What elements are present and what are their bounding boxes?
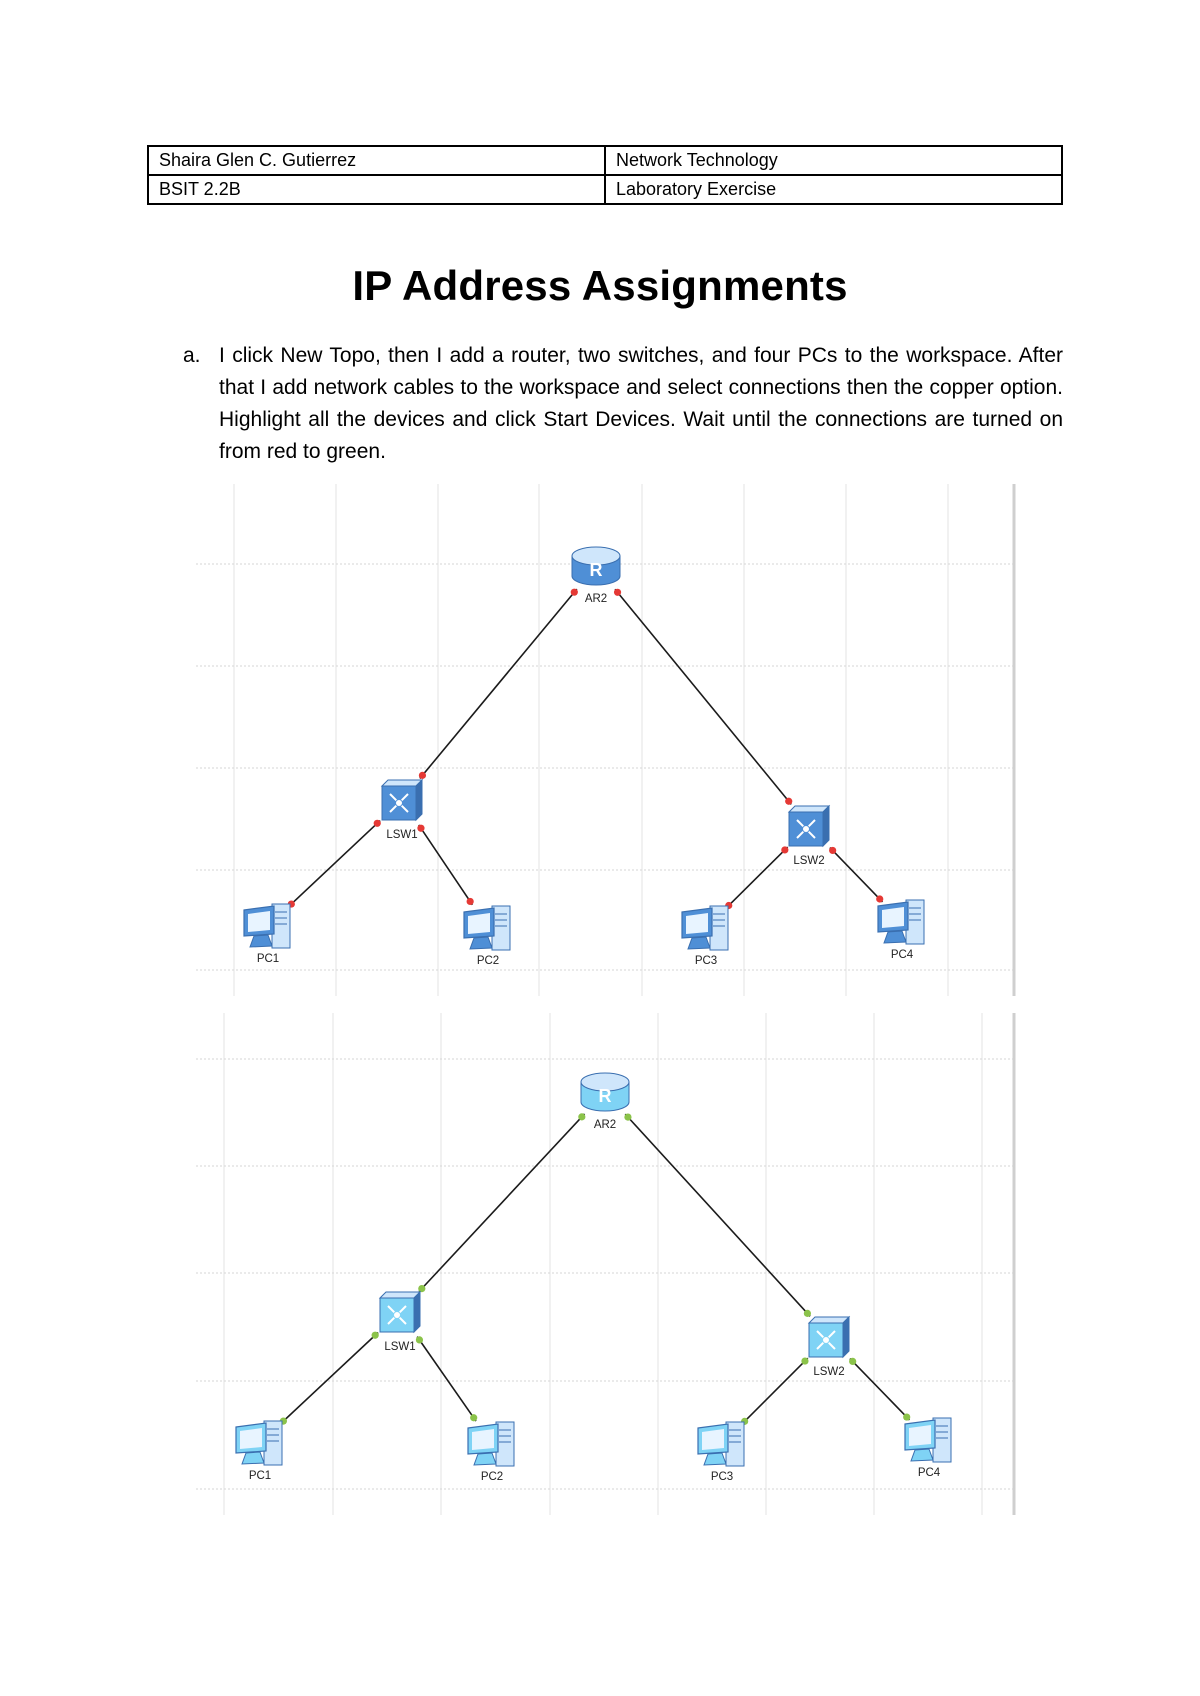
pc-icon [904, 1417, 952, 1463]
copper-cable[interactable] [829, 846, 884, 903]
port-status-dot [373, 819, 381, 827]
port-status-dot [371, 1331, 379, 1339]
copper-cable[interactable] [418, 824, 474, 906]
copper-cable[interactable] [849, 1357, 911, 1421]
device-switch2[interactable]: LSW2 [807, 1315, 851, 1378]
port-status-dot [578, 1113, 586, 1121]
device-pc3[interactable]: PC3 [697, 1421, 745, 1483]
device-pc2[interactable]: PC2 [463, 905, 511, 967]
course-name: Network Technology [604, 145, 1063, 176]
step-marker: a. [183, 344, 201, 367]
device-pc3[interactable]: PC3 [681, 905, 729, 967]
device-switch2[interactable]: LSW2 [787, 804, 831, 867]
switch-icon [807, 1315, 851, 1359]
device-label: PC4 [891, 949, 914, 961]
device-label: AR2 [585, 593, 607, 605]
activity-type: Laboratory Exercise [604, 174, 1063, 205]
copper-cable[interactable] [624, 1113, 811, 1317]
copper-cable[interactable] [725, 846, 789, 909]
device-label: AR2 [594, 1119, 616, 1131]
device-router[interactable]: R AR2 [571, 546, 621, 605]
device-label: LSW2 [793, 855, 824, 867]
port-status-dot [785, 797, 793, 805]
pc-icon [467, 1421, 515, 1467]
device-pc1[interactable]: PC1 [243, 903, 291, 965]
device-switch1[interactable]: LSW1 [378, 1290, 422, 1353]
switch-icon [378, 1290, 422, 1334]
device-label: LSW1 [384, 1341, 415, 1353]
pc-icon [697, 1421, 745, 1467]
device-label: PC2 [481, 1471, 503, 1483]
pc-icon [681, 905, 729, 951]
device-label: PC4 [918, 1467, 941, 1479]
device-label: PC1 [249, 1470, 271, 1482]
pc-icon [243, 903, 291, 949]
header-table: Shaira Glen C. Gutierrez Network Technol… [147, 145, 1063, 205]
links [287, 588, 884, 910]
port-status-dot [876, 895, 884, 903]
device-label: PC3 [695, 955, 717, 967]
copper-cable[interactable] [287, 819, 381, 908]
port-status-dot [418, 1284, 426, 1293]
device-label: LSW1 [386, 829, 417, 841]
router-icon: R [571, 546, 621, 586]
page-title: IP Address Assignments [352, 262, 848, 309]
device-label: PC1 [257, 953, 279, 965]
copper-cable[interactable] [418, 1113, 586, 1293]
port-status-dot [903, 1413, 911, 1421]
copper-cable[interactable] [741, 1357, 809, 1425]
switch-icon [380, 778, 424, 822]
device-pc1[interactable]: PC1 [235, 1420, 283, 1482]
port-status-dot [570, 588, 578, 596]
grid [196, 1013, 1014, 1515]
port-status-dot [417, 824, 425, 832]
copper-cable[interactable] [416, 1336, 477, 1422]
copper-cable[interactable] [279, 1331, 379, 1425]
device-pc4[interactable]: PC4 [877, 899, 925, 961]
step-paragraph: a. I click New Topo, then I add a router… [183, 340, 1063, 468]
router-glyph: R [599, 1086, 612, 1106]
port-status-dot [803, 1309, 812, 1317]
device-label: PC2 [477, 955, 499, 967]
switch-icon [787, 804, 831, 848]
port-status-dot [466, 897, 474, 906]
links [279, 1113, 911, 1425]
port-status-dot [801, 1357, 809, 1365]
device-pc2[interactable]: PC2 [467, 1421, 515, 1483]
port-status-dot [415, 1336, 424, 1344]
copper-cable[interactable] [614, 588, 792, 805]
port-status-dot [470, 1414, 478, 1422]
device-label: LSW2 [813, 1366, 844, 1378]
router-icon: R [580, 1072, 630, 1112]
device-pc4[interactable]: PC4 [904, 1417, 952, 1479]
device-label: PC3 [711, 1471, 733, 1483]
pc-icon [463, 905, 511, 951]
device-switch1[interactable]: LSW1 [380, 778, 424, 841]
section: BSIT 2.2B [147, 174, 606, 205]
pc-icon [877, 899, 925, 945]
port-status-dot [829, 846, 837, 855]
student-name: Shaira Glen C. Gutierrez [147, 145, 606, 176]
router-glyph: R [590, 560, 603, 580]
device-router[interactable]: R AR2 [580, 1072, 630, 1131]
port-status-dot [624, 1113, 632, 1121]
step-text: I click New Topo, then I add a router, t… [219, 344, 1063, 463]
port-status-dot [613, 588, 622, 596]
port-status-dot [849, 1357, 857, 1365]
pc-icon [235, 1420, 283, 1466]
port-status-dot [781, 846, 789, 854]
copper-cable[interactable] [419, 588, 578, 779]
port-status-dot [418, 771, 427, 779]
